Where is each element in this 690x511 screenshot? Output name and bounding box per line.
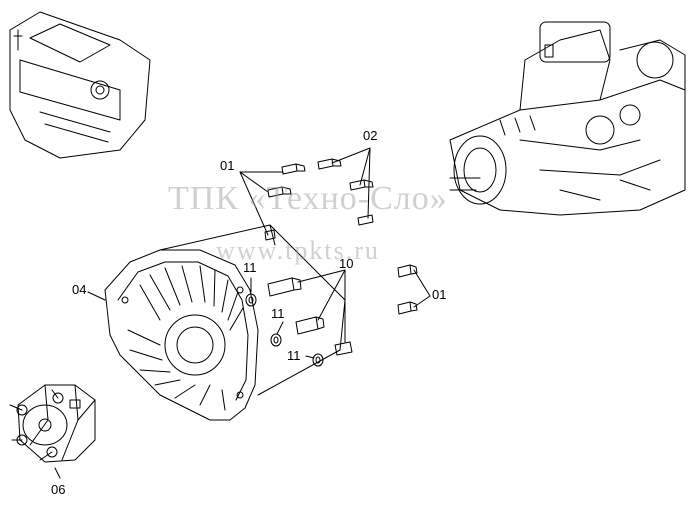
engine-block: [9, 11, 151, 159]
hydraulic-pump: [449, 21, 686, 216]
flywheel-housing: [104, 224, 346, 421]
leader-lines: [54, 147, 431, 479]
callout-01-right: 01: [432, 287, 447, 302]
coupling: [9, 384, 96, 463]
callout-11-b: 11: [271, 306, 285, 321]
callout-10: 10: [339, 256, 354, 271]
callout-11-c: 11: [287, 348, 301, 363]
callout-04: 04: [72, 282, 87, 297]
callout-06: 06: [51, 482, 66, 497]
callout-01-upper: 01: [220, 158, 235, 173]
bolts-and-washers: [245, 158, 418, 367]
callout-11-a: 11: [243, 260, 257, 275]
callout-02: 02: [363, 128, 378, 143]
